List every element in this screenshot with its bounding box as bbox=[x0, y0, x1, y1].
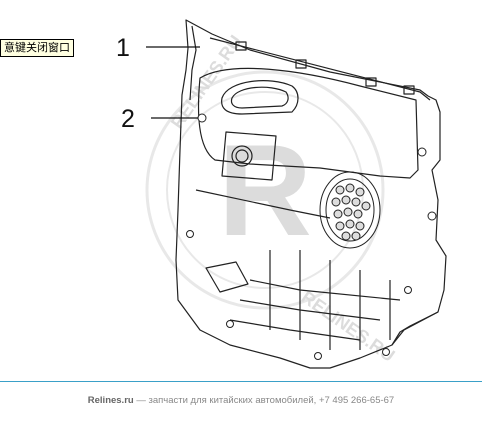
watermark-letter: R bbox=[218, 117, 312, 263]
door-panel bbox=[175, 19, 447, 369]
footer-site-name: Relines.ru bbox=[87, 395, 134, 406]
close-hint-tooltip: 意键关闭窗口 bbox=[0, 39, 74, 57]
footer-description: — запчасти для китайских автомобилей, +7… bbox=[133, 395, 395, 406]
footer-caption: Relines.ru — запчасти для китайских авто… bbox=[0, 395, 482, 406]
callout-2: 2 bbox=[121, 105, 198, 133]
footer-divider bbox=[0, 381, 482, 382]
speaker-grille bbox=[319, 171, 381, 249]
callout-1: 1 bbox=[116, 34, 200, 62]
callout-number: 1 bbox=[116, 34, 130, 62]
callout-number: 2 bbox=[121, 105, 135, 133]
door-trim-panel-diagram: R RELINES.RU RELINES.RU bbox=[116, 19, 447, 369]
